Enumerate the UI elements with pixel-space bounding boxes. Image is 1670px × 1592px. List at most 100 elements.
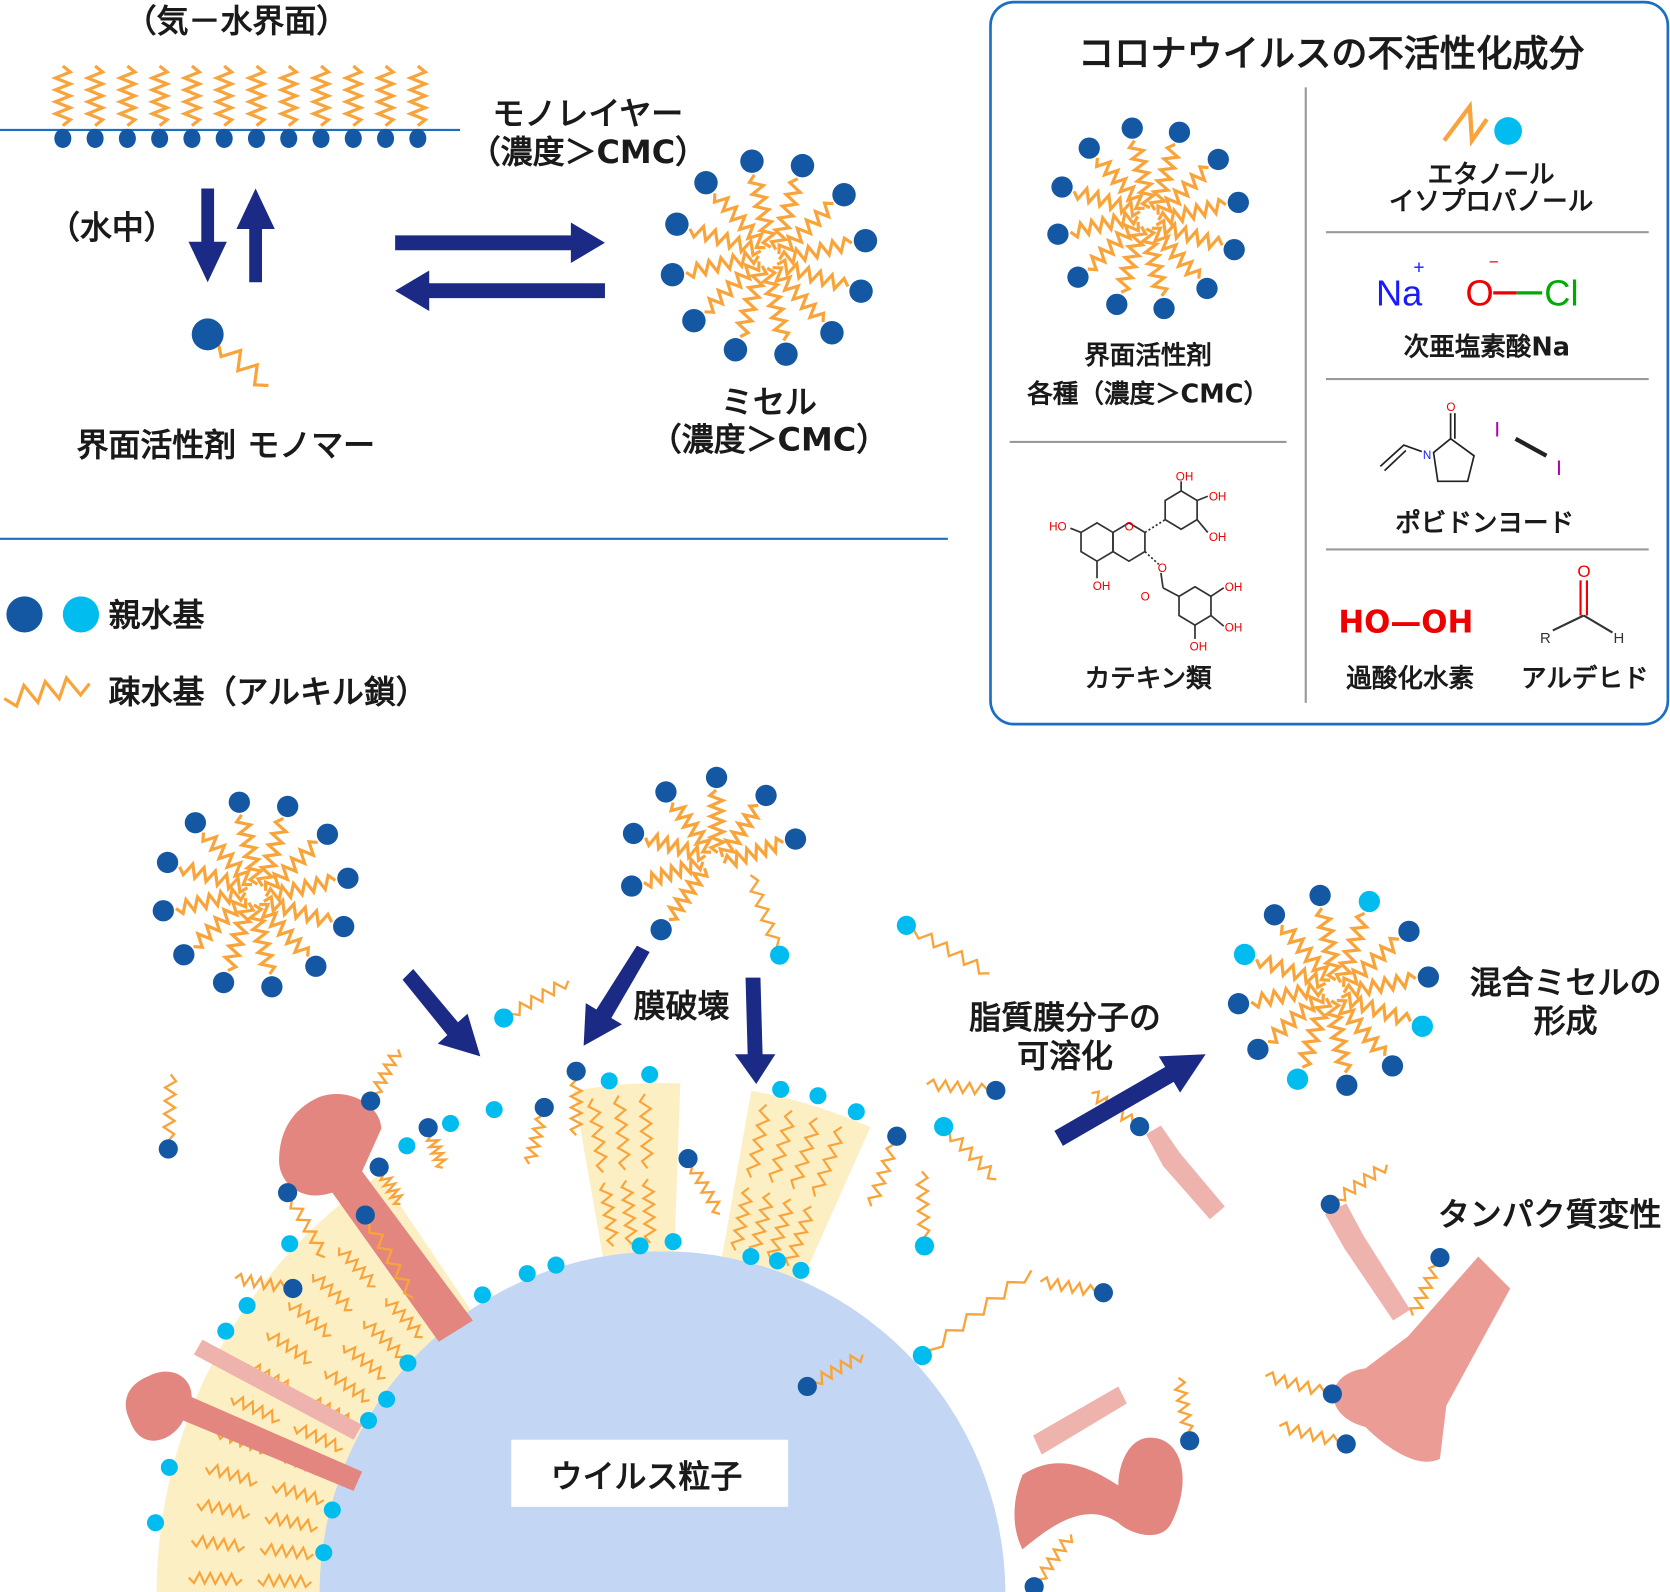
hydrophilic-head-dot [494, 1008, 514, 1028]
hydrophobic-zigzag-icon [3, 674, 91, 709]
equilibrium-forward-arrow-icon [395, 222, 605, 264]
hydrophilic-head-dot [409, 128, 427, 149]
hydrophilic-head-dot [398, 1137, 416, 1155]
alkyl-chain-zigzag [1114, 225, 1149, 294]
alkyl-chain-zigzag [1038, 1534, 1074, 1581]
surfactant-concentration: 各種（濃度＞CMC） [1026, 380, 1269, 410]
alkyl-chain-zigzag [188, 1570, 243, 1587]
alkyl-chain-zigzag [83, 64, 107, 127]
hydrophilic-head-dot [770, 945, 790, 965]
monolayer-label: モノレイヤー [493, 95, 684, 133]
atom-oh: OH [1225, 621, 1243, 634]
alkyl-chain-zigzag [685, 248, 760, 280]
alkyl-chain-zigzag [1126, 139, 1158, 210]
protein-shape [125, 1371, 363, 1491]
ethanol-label: エタノール [1428, 160, 1555, 190]
hydrophilic-head-dot [682, 308, 706, 333]
atom-ho: HO [1049, 520, 1067, 533]
atom-r: R [1540, 631, 1551, 647]
hydrophilic-head-dot [1227, 993, 1250, 1015]
alkyl-chain-zigzag [598, 1182, 620, 1247]
alkyl-chain-zigzag [246, 903, 278, 976]
catechin-label: カテキン類 [1085, 664, 1212, 694]
hydrophilic-head-dot [277, 1183, 298, 1203]
alkyl-chain-zigzag [293, 1423, 343, 1453]
alkyl-chain-zigzag [1156, 165, 1209, 215]
atom-oh: OH [1209, 531, 1227, 544]
alkyl-chain-zigzag [147, 64, 172, 127]
micelle-concentration: （濃度＞CMC） [650, 420, 888, 458]
hydrophilic-head-dot [1153, 297, 1175, 320]
hydrophilic-head-dot [1067, 266, 1089, 288]
alkyl-chain-zigzag [1151, 226, 1202, 279]
alkyl-chain-zigzag [772, 266, 826, 323]
hydrophilic-head-dot [359, 1412, 378, 1430]
alkyl-chain-zigzag [722, 835, 785, 870]
hydrophilic-head-dot [986, 1080, 1006, 1101]
hydrophilic-head-dot [152, 900, 174, 922]
alkyl-chain-zigzag [51, 64, 75, 127]
water-label: （水中） [48, 209, 176, 247]
hydrophilic-head-dot [887, 1126, 907, 1146]
hydrophilic-head-dot [183, 128, 201, 149]
iodine-symbol: I [1494, 418, 1500, 442]
hydrophilic-head-dot [1233, 943, 1256, 966]
iodine-symbol: I [1556, 456, 1562, 480]
hydrophilic-head-dot [160, 1458, 178, 1476]
alkyl-chain-zigzag [311, 1273, 353, 1312]
protein-shape [279, 1093, 473, 1342]
alkyl-chain-zigzag [928, 1269, 1033, 1352]
alkyl-chain-zigzag [1334, 911, 1371, 984]
alkyl-chain-zigzag [337, 1247, 376, 1288]
hydrophilic-head-dot [473, 1286, 491, 1304]
hydrophilic-head-dot [191, 318, 224, 351]
hydrophilic-head-dot [809, 1087, 827, 1105]
arrow-up-icon [236, 188, 275, 283]
hydrophilic-head-dot [792, 1261, 810, 1279]
alkyl-chain-zigzag [789, 1117, 820, 1190]
alkyl-chain-zigzag [204, 1462, 258, 1488]
hydrophilic-head-dot [1051, 176, 1073, 198]
hydrophilic-head-dot [217, 1322, 235, 1340]
hydrophilic-head-dot [1358, 890, 1381, 913]
alkyl-chain-zigzag [619, 1179, 639, 1245]
hydrophilic-head-dot [772, 1080, 790, 1098]
solubilization-label: 脂質膜分子の [969, 999, 1161, 1037]
hydrophilic-head-dot [312, 128, 330, 149]
alkyl-chain-zigzag [1337, 1164, 1389, 1202]
hydrophilic-head-dot [146, 1514, 165, 1532]
hydrophilic-head-dot [774, 342, 798, 366]
alkyl-chain-zigzag [688, 1165, 722, 1216]
alkyl-chain-zigzag [264, 840, 318, 891]
hydrophilic-head-dot [316, 823, 339, 845]
alkyl-chain-zigzag [638, 1093, 655, 1170]
alkyl-chain-zigzag [175, 885, 247, 917]
alkyl-chain-zigzag [373, 64, 398, 127]
hydrophilic-head-dot [1093, 1283, 1113, 1303]
hydrophilic-head-dot [1047, 223, 1069, 245]
alkyl-chain-zigzag [178, 860, 249, 895]
alkyl-chain-zigzag [1296, 997, 1333, 1069]
alkyl-chain-zigzag [776, 257, 850, 293]
arrow-to-membrane-icon [583, 945, 650, 1046]
alkyl-chain-zigzag [669, 802, 714, 854]
alkyl-chain-zigzag [1267, 993, 1325, 1045]
hydrophilic-head-dot [621, 875, 643, 897]
hydrophilic-head-dot [156, 851, 179, 874]
hydrophilic-head-dot [261, 976, 283, 998]
atom-oh: OH [1209, 490, 1227, 503]
alkyl-chain-zigzag [643, 855, 705, 890]
alkyl-chain-zigzag [712, 193, 766, 250]
alkyl-chain-zigzag [746, 173, 778, 249]
hydrophilic-head-dot [485, 1101, 503, 1119]
alkyl-chain-zigzag [378, 1173, 405, 1206]
hydrophilic-head-dot [1130, 1117, 1150, 1137]
hydrophilic-head-dot [1398, 920, 1420, 942]
alkyl-chain-zigzag [769, 177, 804, 251]
atom-h: H [1614, 631, 1625, 647]
hydrophilic-head-dot [534, 1097, 554, 1118]
alkyl-chain-zigzag [768, 1109, 796, 1184]
hydrophilic-head-dot [238, 1297, 256, 1315]
alkyl-chain-zigzag [342, 1344, 386, 1380]
hydrophilic-head-dot [315, 1544, 333, 1562]
